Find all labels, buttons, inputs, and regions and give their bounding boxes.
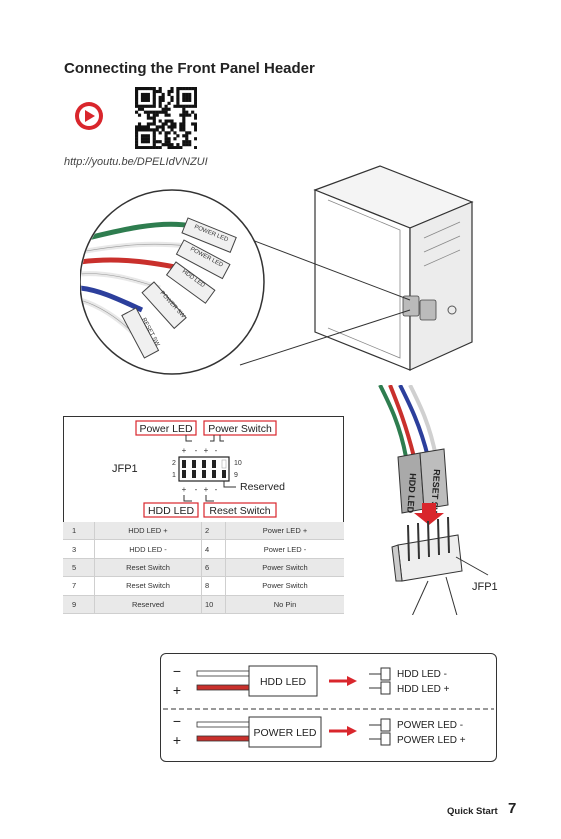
- table-row: 5 Reset Switch 6 Power Switch: [63, 558, 344, 578]
- pin-signal: Power Switch: [225, 576, 344, 596]
- qr-code-icon[interactable]: [135, 87, 197, 149]
- pin-table-container: 1 HDD LED + 2 Power LED + 3 HDD LED - 4 …: [63, 522, 344, 614]
- pin-signal: No Pin: [225, 595, 344, 614]
- pin-number: 10: [201, 595, 226, 614]
- page-number: 7: [508, 800, 517, 817]
- top-sign: -: [215, 446, 218, 455]
- footer-section: Quick Start: [447, 806, 498, 817]
- bottom-sign: +: [182, 485, 187, 494]
- play-icon[interactable]: [74, 101, 104, 131]
- pin-signal: HDD LED +: [94, 522, 202, 541]
- reset-switch-label: Reset Switch: [209, 505, 270, 517]
- pin-1-label: 1: [172, 472, 176, 479]
- pin-10-label: 10: [234, 460, 242, 467]
- bottom-sign: -: [215, 485, 218, 494]
- pin-number: 9: [63, 595, 95, 614]
- hdd-led-plug-label: HDD LED: [260, 676, 307, 688]
- pin-signal: HDD LED -: [94, 539, 202, 559]
- pin-signal: Reset Switch: [94, 576, 202, 596]
- pin-number: 8: [201, 576, 226, 596]
- reserved-label: Reserved: [240, 481, 285, 493]
- top-sign: +: [204, 446, 209, 455]
- page-title: Connecting the Front Panel Header: [64, 60, 315, 77]
- pin-number: 1: [63, 522, 95, 541]
- plus-sign: +: [173, 732, 181, 748]
- pin-number: 7: [63, 576, 95, 596]
- top-sign: +: [182, 446, 187, 455]
- jfp1-install-label: JFP1: [472, 581, 498, 593]
- plug-label: HDD LED: [405, 473, 418, 514]
- table-row: 1 HDD LED + 2 Power LED +: [63, 522, 344, 541]
- pin-number: 3: [63, 539, 95, 559]
- table-row: 9 Reserved 10 No Pin: [63, 595, 344, 614]
- power-led-plug-label: POWER LED: [253, 727, 316, 739]
- pin-number: 5: [63, 558, 95, 578]
- wiring-schematic: − + HDD LED HDD LED - HDD LED + − + POWE…: [163, 663, 494, 748]
- pin-signal: Power LED -: [225, 539, 344, 559]
- power-switch-label: Power Switch: [208, 423, 272, 435]
- jfp1-label: JFP1: [112, 463, 138, 475]
- minus-sign: −: [173, 663, 181, 679]
- power-led-label: Power LED: [139, 423, 193, 435]
- pin-table: 1 HDD LED + 2 Power LED + 3 HDD LED - 4 …: [63, 522, 344, 614]
- table-row: 7 Reset Switch 8 Power Switch: [63, 576, 344, 596]
- case-illustration: POWER LED POWER LED HDD LED POWER SW RES…: [80, 165, 474, 375]
- bottom-sign: -: [195, 485, 198, 494]
- power-led-plus-label: POWER LED +: [397, 735, 466, 746]
- bottom-sign: +: [204, 485, 209, 494]
- connector-install-illustration: HDD LED RESET SW: [378, 385, 489, 615]
- pin-signal: Reserved: [94, 595, 202, 614]
- arrow-right-icon: [329, 726, 357, 736]
- top-sign: -: [195, 446, 198, 455]
- hdd-led-plus-label: HDD LED +: [397, 684, 450, 695]
- jfp1-header-diagram: Power LED Power Switch + - + - JFP1 2 1 …: [112, 420, 285, 518]
- arrow-right-icon: [329, 676, 357, 686]
- hdd-led-label: HDD LED: [148, 505, 195, 517]
- pin-number: 4: [201, 539, 226, 559]
- plus-sign: +: [173, 682, 181, 698]
- table-row: 3 HDD LED - 4 Power LED -: [63, 539, 344, 559]
- hdd-led-minus-label: HDD LED -: [397, 669, 447, 680]
- pin-2-label: 2: [172, 460, 176, 467]
- pin-signal: Power Switch: [225, 558, 344, 578]
- minus-sign: −: [173, 713, 181, 729]
- pin-9-label: 9: [234, 472, 238, 479]
- pin-signal: Reset Switch: [94, 558, 202, 578]
- pin-signal: Power LED +: [225, 522, 344, 541]
- arrow-down-icon: [414, 503, 444, 525]
- pin-number: 2: [201, 522, 226, 541]
- pin-number: 6: [201, 558, 226, 578]
- video-link[interactable]: http://youtu.be/DPELIdVNZUI: [64, 156, 208, 168]
- power-led-minus-label: POWER LED -: [397, 720, 463, 731]
